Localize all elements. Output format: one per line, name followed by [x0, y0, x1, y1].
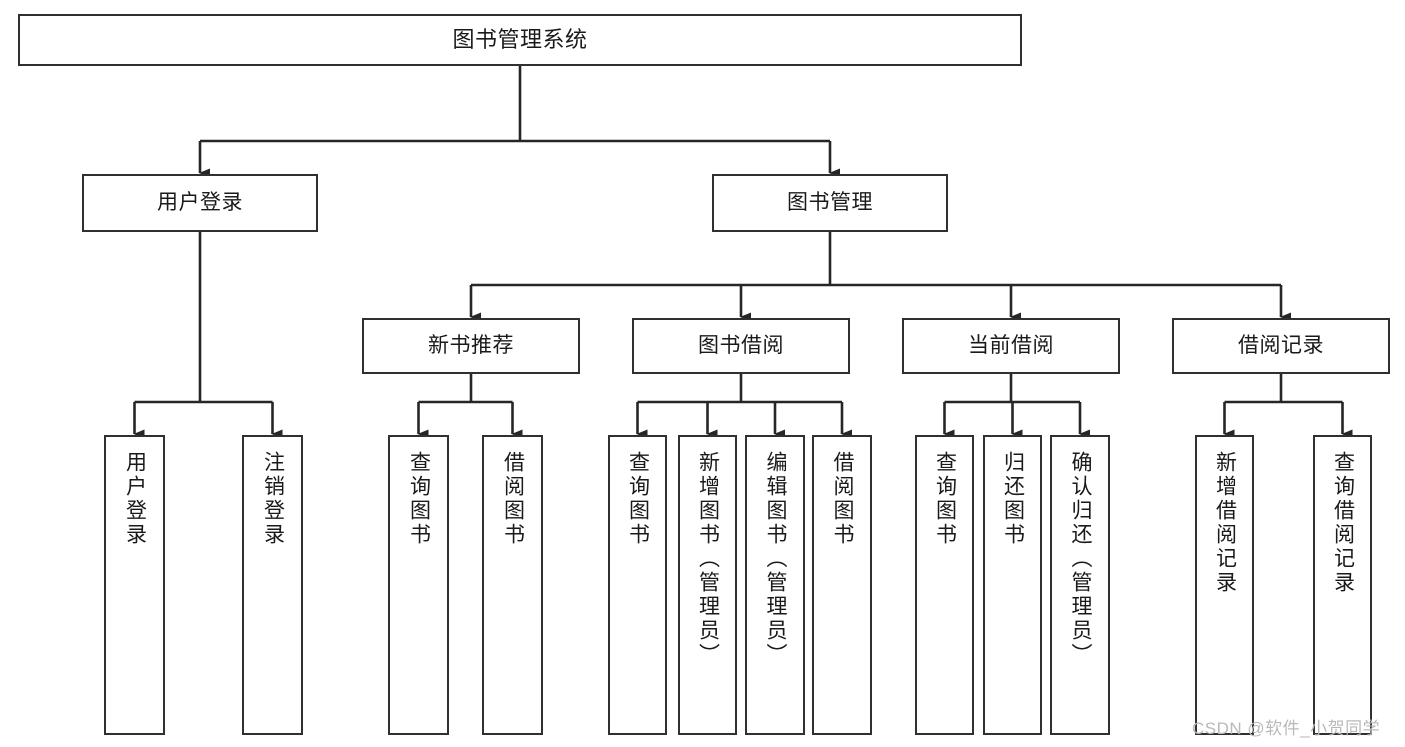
node-leaf-add-book-admin[interactable]: 新增图书（管理员）: [678, 435, 737, 735]
node-new-book-recommend[interactable]: 新书推荐: [362, 318, 580, 374]
node-leaf-query-book-rec-label: 查询图书: [407, 451, 431, 547]
node-leaf-return-book-label: 归还图书: [1001, 451, 1025, 547]
node-leaf-query-book-rec[interactable]: 查询图书: [388, 435, 449, 735]
node-leaf-borrow-book-rec[interactable]: 借阅图书: [482, 435, 543, 735]
node-book-manage-label: 图书管理: [787, 190, 873, 214]
node-leaf-add-book-admin-label: 新增图书（管理员）: [696, 451, 720, 667]
csdn-watermark: CSDN @软件_小贺同学: [1192, 719, 1381, 738]
node-leaf-logout-label: 注销登录: [261, 451, 285, 547]
node-borrow-record-label: 借阅记录: [1238, 333, 1324, 357]
node-leaf-user-login-label: 用户登录: [123, 451, 147, 547]
node-user-login[interactable]: 用户登录: [82, 174, 318, 232]
node-user-login-label: 用户登录: [157, 190, 243, 214]
node-book-borrow-label: 图书借阅: [698, 333, 784, 357]
node-leaf-edit-book-admin[interactable]: 编辑图书（管理员）: [745, 435, 805, 735]
node-leaf-borrow-book-label: 借阅图书: [831, 451, 855, 547]
node-borrow-record[interactable]: 借阅记录: [1172, 318, 1390, 374]
node-root[interactable]: 图书管理系统: [18, 14, 1022, 66]
node-leaf-query-book-cur[interactable]: 查询图书: [915, 435, 974, 735]
node-leaf-add-borrow-record[interactable]: 新增借阅记录: [1195, 435, 1254, 735]
node-leaf-confirm-return-admin[interactable]: 确认归还（管理员）: [1050, 435, 1110, 735]
node-current-borrow[interactable]: 当前借阅: [902, 318, 1120, 374]
node-leaf-query-borrow-record[interactable]: 查询借阅记录: [1313, 435, 1372, 735]
node-leaf-add-borrow-record-label: 新增借阅记录: [1213, 451, 1237, 595]
node-leaf-query-borrow-record-label: 查询借阅记录: [1331, 451, 1355, 595]
node-leaf-confirm-return-admin-label: 确认归还（管理员）: [1069, 451, 1093, 667]
node-leaf-return-book[interactable]: 归还图书: [983, 435, 1042, 735]
node-leaf-borrow-book[interactable]: 借阅图书: [812, 435, 872, 735]
node-leaf-user-login[interactable]: 用户登录: [104, 435, 165, 735]
node-book-borrow[interactable]: 图书借阅: [632, 318, 850, 374]
node-current-borrow-label: 当前借阅: [968, 333, 1054, 357]
node-book-manage[interactable]: 图书管理: [712, 174, 948, 232]
node-leaf-query-book-borrow[interactable]: 查询图书: [608, 435, 667, 735]
node-leaf-query-book-cur-label: 查询图书: [933, 451, 957, 547]
node-new-book-recommend-label: 新书推荐: [428, 333, 514, 357]
node-leaf-borrow-book-rec-label: 借阅图书: [501, 451, 525, 547]
node-root-label: 图书管理系统: [452, 27, 588, 53]
node-leaf-query-book-borrow-label: 查询图书: [626, 451, 650, 547]
node-leaf-edit-book-admin-label: 编辑图书（管理员）: [764, 451, 788, 667]
node-leaf-logout[interactable]: 注销登录: [242, 435, 303, 735]
